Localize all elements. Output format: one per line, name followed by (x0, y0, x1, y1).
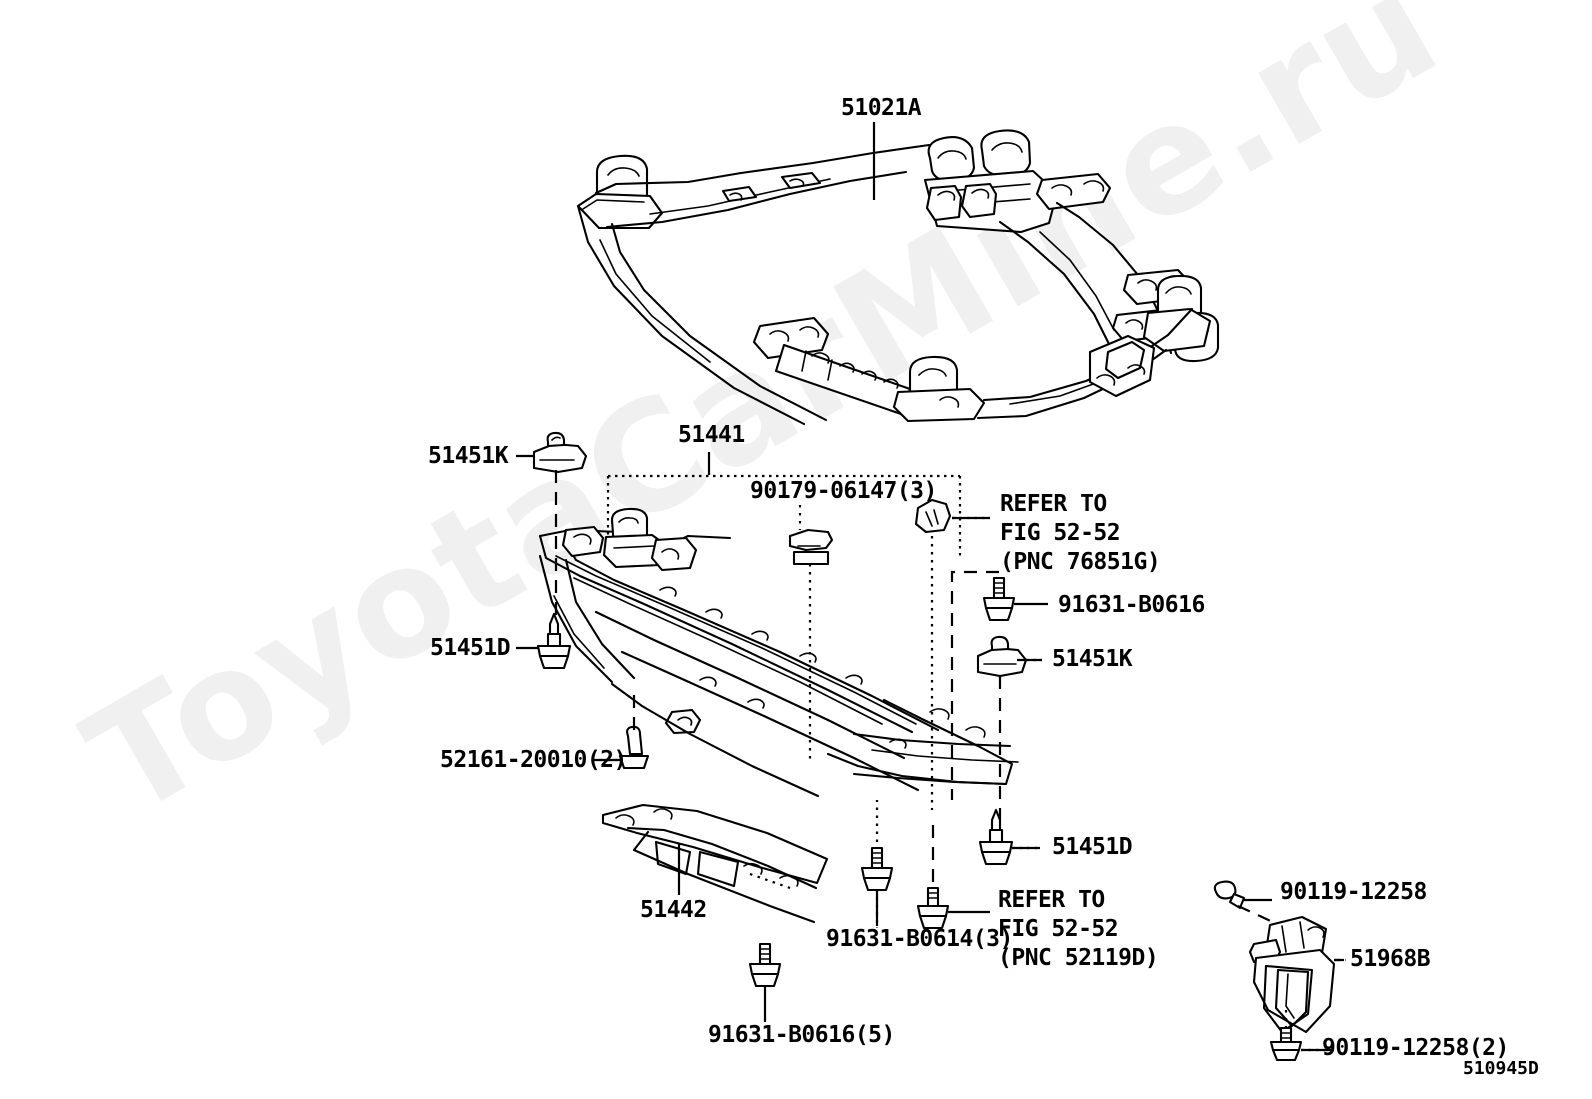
part-52161-clip (592, 690, 650, 770)
part-51968b-bracket (1248, 915, 1346, 1038)
label-90179-06147: 90179-06147(3) (750, 478, 937, 504)
part-51451d-bolt-left (516, 612, 572, 670)
part-51441-crossmember (538, 452, 1019, 798)
label-51451d-right: 51451D (1052, 834, 1133, 860)
part-51021a-subframe (576, 122, 1220, 426)
part-pnc-76851g-clip (914, 498, 990, 810)
label-52161-20010: 52161-20010(2) (440, 747, 627, 773)
label-51441: 51441 (678, 422, 745, 448)
label-91631-b0614: 91631-B0614(3) (826, 926, 1013, 952)
label-90119-12258-top: 90119-12258 (1280, 879, 1427, 905)
part-pnc-52119d-bolt (916, 820, 990, 930)
part-91631-b0614-bolt (860, 800, 894, 928)
part-51451d-bolt-right (978, 808, 1040, 866)
label-refer-76851g: REFER TO FIG 52-52 (PNC 76851G) (1000, 491, 1161, 575)
label-51451k-top-left: 51451K (428, 443, 509, 469)
label-51968b: 51968B (1350, 946, 1431, 972)
label-51442: 51442 (640, 897, 707, 923)
part-91631-b0616-bolt-top (950, 570, 1048, 800)
part-51451k-clip-right (976, 635, 1042, 820)
label-91631-b0616-top: 91631-B0616 (1058, 592, 1205, 618)
part-51442-brace (601, 803, 829, 924)
label-51021a: 51021A (841, 95, 922, 121)
label-51451d-left: 51451D (430, 635, 511, 661)
label-refer-52119d: REFER TO FIG 52-52 (PNC 52119D) (998, 887, 1159, 971)
part-90119-12258-bolt-top (1213, 880, 1287, 929)
part-91631-b0616-bolt-bottom (748, 942, 782, 1022)
label-51451k-right: 51451K (1052, 646, 1133, 672)
part-90179-clip (788, 505, 834, 760)
figure-code: 510945D (1463, 1058, 1539, 1079)
label-90119-12258-bottom: 90119-12258(2) (1322, 1035, 1509, 1061)
part-90119-12258-bolt-bottom (1269, 1026, 1334, 1062)
label-91631-b0616-bottom: 91631-B0616(5) (708, 1022, 895, 1048)
part-51451k-clip-top-left (516, 431, 588, 632)
